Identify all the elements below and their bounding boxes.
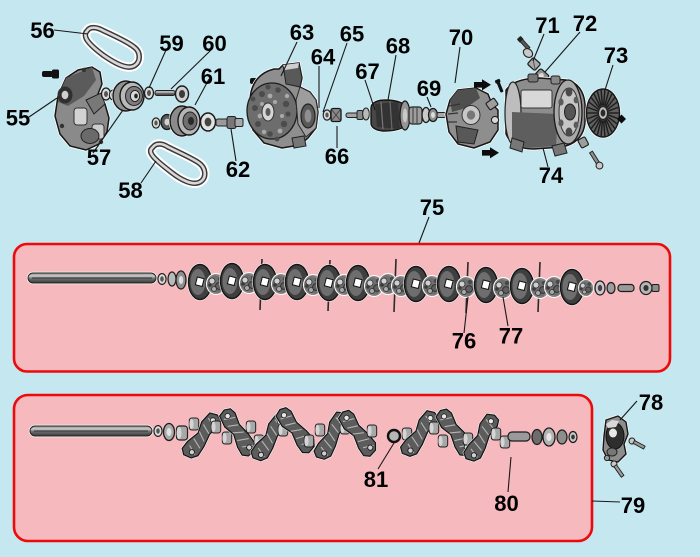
svg-text:62: 62 [226, 157, 250, 182]
svg-text:63: 63 [290, 20, 314, 45]
svg-text:74: 74 [539, 163, 564, 188]
svg-text:60: 60 [202, 31, 226, 56]
svg-text:67: 67 [355, 59, 379, 84]
svg-text:70: 70 [449, 25, 473, 50]
svg-text:80: 80 [494, 491, 518, 516]
svg-text:69: 69 [417, 76, 441, 101]
svg-text:56: 56 [30, 18, 54, 43]
svg-text:55: 55 [6, 106, 30, 131]
svg-text:78: 78 [639, 390, 663, 415]
svg-text:58: 58 [118, 178, 142, 203]
svg-text:64: 64 [311, 45, 336, 70]
svg-text:57: 57 [87, 145, 111, 170]
svg-text:65: 65 [340, 22, 364, 47]
svg-text:75: 75 [420, 195, 444, 220]
svg-text:61: 61 [201, 64, 225, 89]
svg-text:68: 68 [386, 34, 410, 59]
svg-text:81: 81 [364, 467, 388, 492]
svg-text:76: 76 [452, 329, 476, 354]
svg-text:72: 72 [573, 11, 597, 36]
svg-text:66: 66 [325, 144, 349, 169]
svg-text:59: 59 [159, 31, 183, 56]
svg-text:73: 73 [604, 43, 628, 68]
svg-text:77: 77 [499, 324, 523, 349]
svg-text:79: 79 [621, 493, 645, 518]
svg-text:71: 71 [535, 13, 559, 38]
